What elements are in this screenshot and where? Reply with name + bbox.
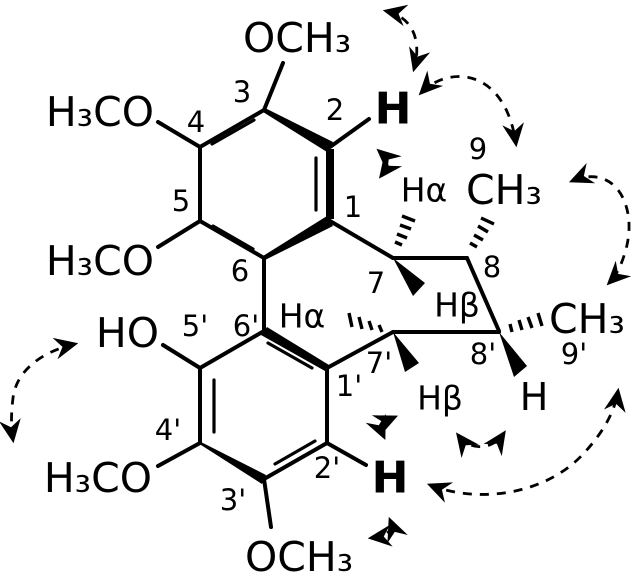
pos-2p: 2' xyxy=(314,451,340,485)
hash-bond-c8p-me9p xyxy=(508,312,544,333)
wedge-bond-c7p-hbeta xyxy=(393,332,419,372)
bond-c5p-oh xyxy=(161,343,202,370)
pos-1p: 1' xyxy=(336,369,362,403)
pos-9: 9 xyxy=(469,132,487,166)
double-bond-c2p-c3p xyxy=(273,439,317,466)
wedge-bond-c8p-h xyxy=(499,332,527,377)
noe-arrow-oh5p-ome4p xyxy=(0,337,79,444)
double-bond-c3-c4 xyxy=(210,118,256,146)
atom-labels: OCH₃ H₃CO H₃CO HO H₃CO OCH₃ CH₃ CH₃ H H … xyxy=(44,14,625,580)
halpha-7p-label: Hα xyxy=(279,297,326,336)
noe-arrow-h2-halpha7 xyxy=(376,148,403,179)
bond-c3p-ome xyxy=(262,477,273,529)
bond-c4-ome xyxy=(156,120,202,149)
pos-5: 5 xyxy=(172,184,190,218)
bridge-bonds xyxy=(262,219,501,370)
hydroxy-5p-label: HO xyxy=(96,309,159,357)
bond-c3-c2-bold xyxy=(263,108,333,152)
bond-c8-c8p xyxy=(465,256,501,333)
hash-bond-c8-me9 xyxy=(469,216,495,249)
bond-c2p-h xyxy=(325,441,368,467)
noe-arrow-me9-me9p xyxy=(568,163,632,286)
h2p-highlight-label: H xyxy=(372,453,409,504)
methyl-9p-label: CH₃ xyxy=(549,295,625,343)
noe-arrow-ome3p-h2p xyxy=(367,516,408,547)
pos-8: 8 xyxy=(483,250,501,284)
double-bond-c5-c6 xyxy=(211,224,255,251)
bond-c1-c6-bold xyxy=(263,216,333,260)
pos-8p: 8' xyxy=(470,337,496,371)
methyl-9-label: CH₃ xyxy=(466,166,542,214)
pos-4: 4 xyxy=(187,105,205,139)
hbeta-7-label: Hβ xyxy=(434,286,480,325)
bond-c1p-c7p xyxy=(325,330,395,370)
pos-3: 3 xyxy=(233,75,251,109)
position-numbers: 3 4 5 6 2 1 7 8 9 6' 5' 1' 2' 3' 4' 7' 8… xyxy=(155,75,587,517)
pos-9p: 9' xyxy=(561,337,587,371)
pos-7p: 7' xyxy=(366,346,392,380)
bond-c3-ome xyxy=(262,61,285,112)
h2-highlight-label: H xyxy=(375,84,412,135)
pos-7: 7 xyxy=(367,266,385,300)
pos-4p: 4' xyxy=(155,413,181,447)
pos-2: 2 xyxy=(326,93,344,127)
methoxy-5-label: H₃CO xyxy=(46,237,154,285)
methoxy-4-label: H₃CO xyxy=(46,88,154,136)
hbeta-7p-label: Hβ xyxy=(417,379,463,418)
halpha-7-label: Hα xyxy=(401,171,448,210)
bond-c5-ome xyxy=(156,219,202,249)
bond-c1-c7 xyxy=(328,219,395,260)
bond-c4-c3 xyxy=(198,108,266,149)
bottom-aromatic-ring xyxy=(198,327,329,484)
pos-1: 1 xyxy=(344,190,362,224)
bond-c5p-c6p xyxy=(198,329,266,370)
methoxy-3-label: OCH₃ xyxy=(243,14,351,62)
noe-arrow-h2p-me9p xyxy=(426,387,626,503)
wedge-bond-c7-hbeta xyxy=(393,258,425,296)
bond-c5-c6 xyxy=(198,219,266,260)
pos-5p: 5' xyxy=(182,309,208,343)
noe-arrow-h2-me9 xyxy=(418,70,524,148)
bond-c6p-c1p-bold xyxy=(261,327,329,371)
methoxy-3p-label: OCH₃ xyxy=(245,533,353,580)
bond-c2-h xyxy=(328,117,371,149)
substituent-bonds xyxy=(156,61,371,529)
double-bond-c6p-c1p xyxy=(266,341,314,370)
bond-c4p-ome xyxy=(156,441,202,468)
stereo-bonds xyxy=(347,214,544,377)
noe-arrow-h2p-hbeta7p xyxy=(365,413,399,441)
noe-arrows xyxy=(0,4,632,547)
h8p-label: H xyxy=(520,375,549,419)
methoxy-4p-label: H₃CO xyxy=(44,454,152,502)
noe-arrow-hbeta7p-h8p xyxy=(455,430,506,458)
hash-bond-c7-halpha xyxy=(394,214,416,247)
bond-c4p-c3p-bold xyxy=(199,441,266,484)
pos-6p: 6' xyxy=(233,309,259,343)
pos-3p: 3' xyxy=(220,483,246,517)
hash-bond-c7p-halpha xyxy=(347,312,384,333)
top-aromatic-ring xyxy=(198,108,334,260)
pos-6: 6 xyxy=(231,254,249,288)
noe-arrow-ome3-h2 xyxy=(382,4,431,73)
bond-c2p-c3p xyxy=(262,441,329,481)
